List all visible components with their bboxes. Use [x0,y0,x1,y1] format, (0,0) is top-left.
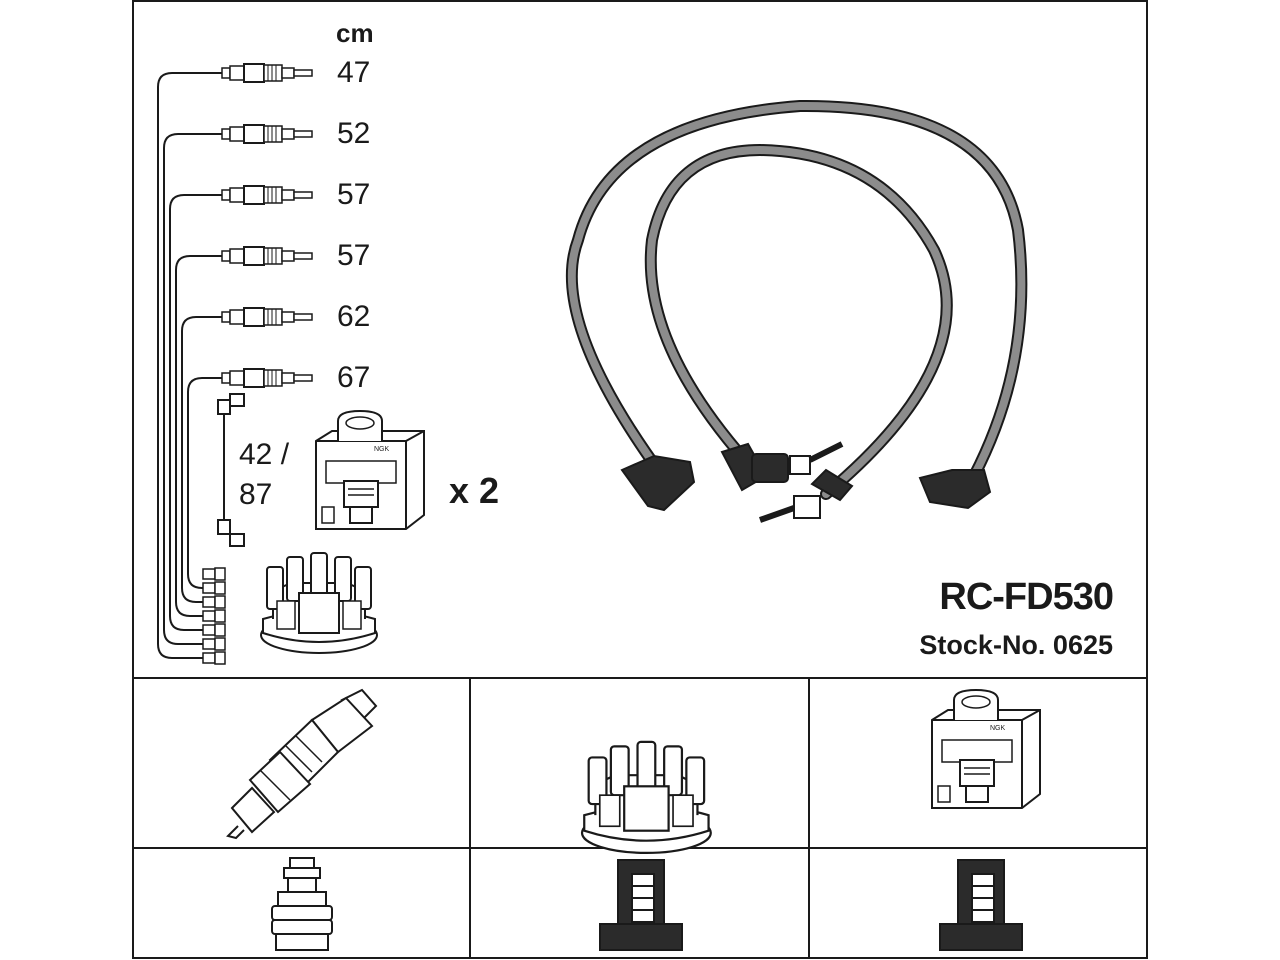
lead-connector-6 [221,368,313,388]
cap-connector-5 [202,623,226,637]
cap-connector-6 [202,637,226,651]
cap-terminal-icon [599,859,683,951]
spark-plug-icon [226,688,378,840]
coil-lead-length-top: 42 / [239,438,290,471]
lead-length-1: 47 [337,56,371,89]
lead-length-3: 57 [337,178,371,211]
cap-connector-4 [202,609,226,623]
plug-terminal-icon [271,857,333,951]
ignition-coil-large-icon [931,689,1041,809]
coil-quantity: x 2 [449,470,500,511]
product-code: RC-FD530 [939,576,1114,618]
distributor-cap-large-icon [580,740,712,855]
coil-lead [217,393,245,547]
stock-number: Stock-No. 0625 [919,630,1113,660]
frame [132,0,1148,959]
ignition-coil-icon [315,410,425,530]
lead-connector-5 [221,307,313,327]
cap-connector-7 [202,651,226,665]
lead-connector-1 [221,63,313,83]
coil-lead-length-bottom: 87 [239,478,273,511]
unit-label: cm [336,18,374,48]
cap-connector-3 [202,595,226,609]
lead-connector-4 [221,246,313,266]
lead-length-2: 52 [337,117,371,150]
coil-terminal-icon [939,859,1023,951]
lead-length-6: 67 [337,361,371,394]
coil-leads-illustration [565,99,1028,523]
cap-connector-2 [202,581,226,595]
lead-connector-2 [221,124,313,144]
distributor-cap-icon [260,552,378,654]
cap-connector-1 [202,567,226,581]
lead-length-5: 62 [337,300,371,333]
spark-lead-bundle [157,72,222,659]
lead-length-4: 57 [337,239,371,272]
lead-connector-3 [221,185,313,205]
